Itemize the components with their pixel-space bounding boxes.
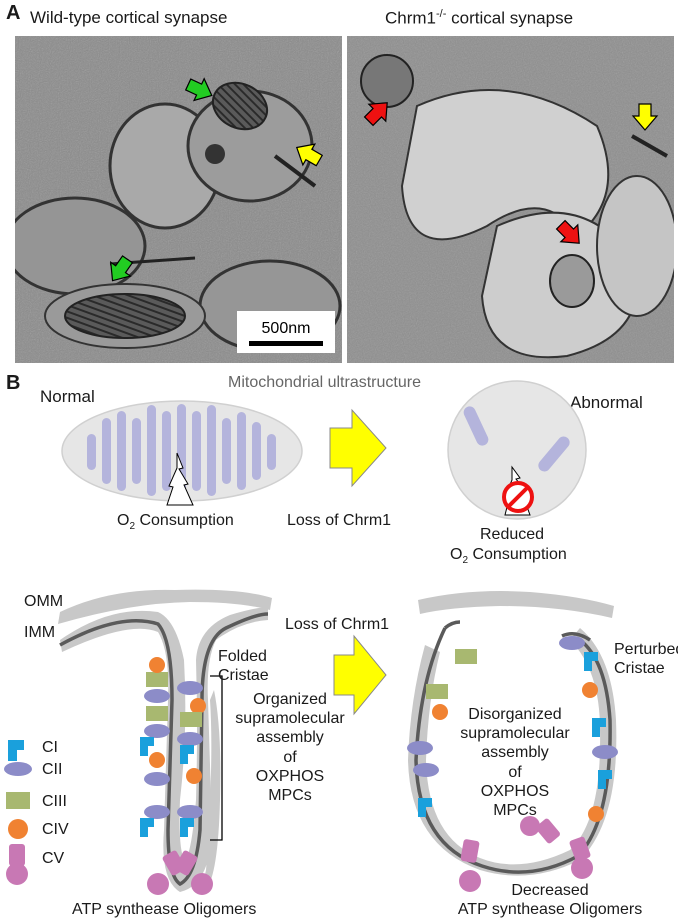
decreased-atp-line: ATP synthease Oligomers <box>457 901 643 919</box>
legend-cii-icon <box>4 762 32 776</box>
section-title: Mitochondrial ultrastructure <box>228 374 421 391</box>
legend-civ-label: CIV <box>42 821 69 838</box>
chrm1-ko-title-sup: -/- <box>436 8 447 20</box>
perturbed-cristae-diagram <box>407 591 618 892</box>
red-arrow <box>555 219 580 244</box>
reduced-o2-label: O2 Consumption <box>450 545 567 567</box>
disorganized-line-1: Disorganized <box>468 706 562 723</box>
organized-line-4: of <box>283 748 297 766</box>
decreased-line: Decreased <box>511 882 589 899</box>
wild-type-title: Wild-type cortical synapse <box>30 8 228 27</box>
cristae-line: Cristae <box>218 667 269 685</box>
folded-cristae-label: Folded Cristae <box>218 647 269 685</box>
chrm1-ko-title-rest: cortical synapse <box>446 8 574 28</box>
legend-ci-label: CI <box>42 739 58 756</box>
legend-ciii-label: CIII <box>42 793 67 810</box>
chrm1-ko-em-image <box>347 36 674 363</box>
green-arrow <box>110 255 134 282</box>
perturbed-cristae-line: Cristae <box>614 660 665 678</box>
folded-line: Folded <box>218 648 267 665</box>
perturbed-line: Perturbed <box>614 641 678 658</box>
scale-bar-label: 500nm <box>262 320 311 337</box>
legend-ci-icon <box>8 740 24 761</box>
disorganized-line-3: assembly <box>481 744 549 762</box>
reduced-o2-prefix: O <box>450 546 463 563</box>
yellow-arrow <box>295 143 324 167</box>
o2-consumption-text: Consumption <box>135 512 234 529</box>
panel-letter-b: B <box>6 372 21 394</box>
loss-arrow-top <box>329 408 387 488</box>
disorganized-line-2: supramolecular <box>460 725 570 743</box>
organized-line-5: OXPHOS <box>255 767 325 785</box>
red-arrow <box>363 102 388 127</box>
legend-civ-icon <box>8 819 28 839</box>
green-arrow <box>184 77 213 102</box>
imm-label: IMM <box>24 624 56 641</box>
reduced-label: Reduced <box>480 526 545 543</box>
normal-label: Normal <box>40 387 95 406</box>
normal-mitochondrion <box>61 400 303 506</box>
prohibited-icon <box>502 481 534 513</box>
loss-arrow-bottom <box>333 634 387 716</box>
legend <box>4 740 32 885</box>
yellow-arrow <box>631 103 659 131</box>
reduced-o2-text: Consumption <box>468 546 567 563</box>
organized-label: Organized supramolecular assembly of OXP… <box>230 690 350 805</box>
organized-line-3: assembly <box>256 729 324 747</box>
wild-type-em-image: 500nm <box>15 36 342 363</box>
o2-prefix: O <box>117 512 130 529</box>
loss-of-chrm1-bottom: Loss of Chrm1 <box>285 616 390 633</box>
chrm1-ko-title-main: Chrm1 <box>385 8 437 28</box>
perturbed-cristae-label: Perturbed Cristae <box>614 640 678 678</box>
abnormal-label: Abnormal <box>570 393 643 412</box>
loss-of-chrm1-top: Loss of Chrm1 <box>287 512 392 529</box>
organized-line-1: Organized <box>253 691 327 708</box>
decreased-atp-label: Decreased ATP synthease Oligomers <box>430 881 670 919</box>
disorganized-label: Disorganized supramolecular assembly of … <box>450 705 580 820</box>
organized-line-6: MPCs <box>268 786 312 804</box>
reduced-o2-sub: 2 <box>462 555 469 567</box>
scale-bar <box>249 341 323 346</box>
omm-label: OMM <box>24 593 64 610</box>
disorganized-line-4: of <box>508 763 522 781</box>
folded-cristae-diagram <box>58 589 272 895</box>
legend-ciii-icon <box>6 792 30 809</box>
chrm1-ko-title: Chrm1-/- cortical synapse <box>385 8 573 29</box>
organized-line-2: supramolecular <box>235 710 345 728</box>
legend-cv-label: CV <box>42 850 65 867</box>
o2-consumption-label: O2 Consumption <box>117 511 234 533</box>
legend-cv-icon <box>6 844 28 885</box>
disorganized-line-5: OXPHOS <box>480 782 550 800</box>
atp-oligomers-label: ATP synthease Oligomers <box>72 901 257 918</box>
o2-sub: 2 <box>129 521 136 533</box>
legend-cii-label: CII <box>42 761 63 778</box>
disorganized-line-6: MPCs <box>493 801 537 819</box>
abnormal-mitochondrion <box>447 380 587 520</box>
panel-letter-a: A <box>6 2 21 24</box>
